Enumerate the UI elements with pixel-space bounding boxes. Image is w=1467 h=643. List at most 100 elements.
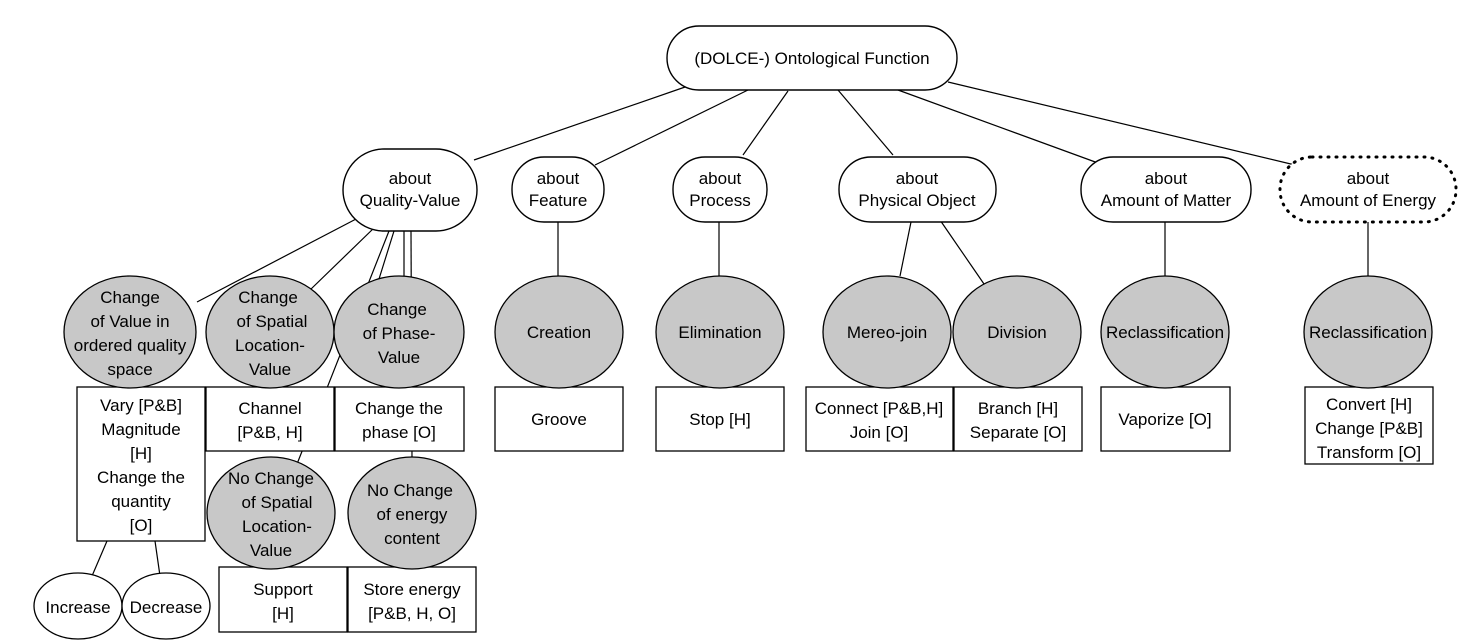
function-no-change-spatial-line1: No Change — [228, 469, 314, 488]
category-amount-of-matter: about Amount of Matter — [1080, 156, 1252, 223]
function-change-of-phase-shape — [333, 275, 465, 389]
root-node-label: (DOLCE-) Ontological Function — [694, 49, 929, 68]
leaf-increase-label: Increase — [45, 598, 110, 617]
category-amount-of-matter-shape — [1080, 156, 1252, 223]
leaf-decrease: Decrease — [121, 572, 211, 640]
category-quality-value-shape — [342, 148, 478, 232]
edge-physobj-f8 — [899, 221, 912, 277]
function-change-of-value-line4: space — [107, 360, 152, 379]
function-change-of-phase: Change of Phase- Value — [333, 275, 465, 389]
terms-spatial-location-1: Channel — [238, 399, 301, 418]
edge-f1-increase — [91, 540, 108, 577]
terms-box-no-spatial-change — [218, 566, 348, 633]
function-division-shape — [952, 275, 1082, 389]
edge-root-physobj — [837, 89, 894, 156]
edge-quality-f2 — [309, 226, 376, 291]
category-process-line1: about — [699, 169, 742, 188]
leaf-decrease-label: Decrease — [130, 598, 203, 617]
terms-no-spatial-change-1: Support — [253, 580, 313, 599]
function-change-of-spatial-location: Change of Spatial Location- Value — [205, 275, 335, 389]
function-change-of-value: Change of Value in ordered quality space — [63, 275, 197, 389]
terms-reclassification-energy-2: Change [P&B] — [1315, 419, 1423, 438]
function-change-of-spatial-location-line2: of Spatial — [237, 312, 308, 331]
edge-physobj-f9 — [939, 219, 985, 285]
function-change-of-value-line1: Change — [100, 288, 160, 307]
function-division: Division — [952, 275, 1082, 389]
edge-root-quality — [473, 85, 689, 161]
function-reclassification-energy: Reclassification — [1303, 275, 1433, 389]
category-process-line2: Process — [689, 191, 750, 210]
category-physical-object-line2: Physical Object — [858, 191, 975, 210]
function-change-of-phase-line1: Change — [367, 300, 427, 319]
category-amount-of-energy: about Amount of Energy — [1278, 155, 1458, 224]
category-feature-line2: Feature — [529, 191, 588, 210]
function-mereo-join-shape — [822, 275, 952, 389]
function-change-of-spatial-location-line3: Location- — [235, 336, 305, 355]
terms-creation-1: Groove — [531, 410, 587, 429]
terms-no-energy-change-2: [P&B, H, O] — [368, 604, 456, 623]
category-amount-of-matter-line1: about — [1145, 169, 1188, 188]
function-no-change-spatial-shape — [206, 456, 336, 570]
category-physical-object-line1: about — [896, 169, 939, 188]
terms-change-value-2: Magnitude — [101, 420, 180, 439]
function-elimination-label: Elimination — [678, 323, 761, 342]
function-no-change-spatial: No Change of Spatial Location- Value — [206, 456, 336, 570]
function-no-change-spatial-line2: of Spatial — [242, 493, 313, 512]
category-quality-value: about Quality-Value — [342, 148, 478, 232]
function-creation-shape — [494, 275, 624, 389]
function-no-change-energy-line3: content — [384, 529, 440, 548]
function-no-change-energy: No Change of energy content — [347, 456, 477, 570]
root-node-shape — [666, 25, 958, 91]
function-creation-label: Creation — [527, 323, 591, 342]
edge-root-process — [742, 90, 789, 156]
edge-quality-f1 — [196, 217, 359, 303]
function-no-change-energy-shape — [347, 456, 477, 570]
function-change-of-value-line2: of Value in — [90, 312, 169, 331]
terms-change-value-5: quantity — [111, 492, 171, 511]
function-no-change-spatial-line4: Value — [250, 541, 292, 560]
term-boxes: Vary [P&B] Magnitude [H] Change the quan… — [76, 386, 1434, 633]
category-amount-of-energy-line1: about — [1347, 169, 1390, 188]
function-no-change-energy-line2: of energy — [377, 505, 448, 524]
terms-box-spatial-location — [205, 386, 335, 452]
category-amount-of-energy-line2: Amount of Energy — [1300, 191, 1437, 210]
edge-f1-decrease — [154, 540, 161, 577]
terms-phase-value-2: phase [O] — [362, 423, 436, 442]
terms-no-energy-change-1: Store energy — [363, 580, 461, 599]
category-quality-value-line2: Quality-Value — [360, 191, 461, 210]
function-creation: Creation — [494, 275, 624, 389]
edge-root-matter — [897, 89, 1099, 164]
function-reclassification-matter-label: Reclassification — [1106, 323, 1224, 342]
terms-box-creation — [494, 386, 624, 452]
terms-change-value-1: Vary [P&B] — [100, 396, 182, 415]
terms-box-elimination — [655, 386, 785, 452]
edge-root-energy — [947, 81, 1296, 166]
function-elimination: Elimination — [655, 275, 785, 389]
function-elimination-shape — [655, 275, 785, 389]
function-mereo-join-label: Mereo-join — [847, 323, 927, 342]
terms-box-mereo-join — [805, 386, 954, 452]
terms-mereo-join-2: Join [O] — [850, 423, 909, 442]
function-no-change-energy-line1: No Change — [367, 481, 453, 500]
terms-reclassification-energy-1: Convert [H] — [1326, 395, 1412, 414]
category-process-shape — [672, 156, 768, 223]
terms-reclassification-energy-3: Transform [O] — [1317, 443, 1421, 462]
terms-phase-value-1: Change the — [355, 399, 443, 418]
terms-box-change-value — [76, 386, 206, 542]
category-feature: about Feature — [511, 156, 605, 223]
function-change-of-phase-line2: of Phase- — [363, 324, 436, 343]
function-reclassification-matter: Reclassification — [1100, 275, 1230, 389]
terms-division-2: Separate [O] — [970, 423, 1066, 442]
function-change-of-spatial-location-line4: Value — [249, 360, 291, 379]
edge-root-feature — [594, 89, 749, 166]
function-reclassification-energy-label: Reclassification — [1309, 323, 1427, 342]
function-change-of-phase-line3: Value — [378, 348, 420, 367]
terms-division-1: Branch [H] — [978, 399, 1058, 418]
category-quality-value-line1: about — [389, 169, 432, 188]
category-physical-object-shape — [838, 156, 997, 223]
category-feature-shape — [511, 156, 605, 223]
function-no-change-spatial-line3: Location- — [242, 517, 312, 536]
root-node: (DOLCE-) Ontological Function — [666, 25, 958, 91]
category-physical-object: about Physical Object — [838, 156, 997, 223]
terms-spatial-location-2: [P&B, H] — [237, 423, 302, 442]
